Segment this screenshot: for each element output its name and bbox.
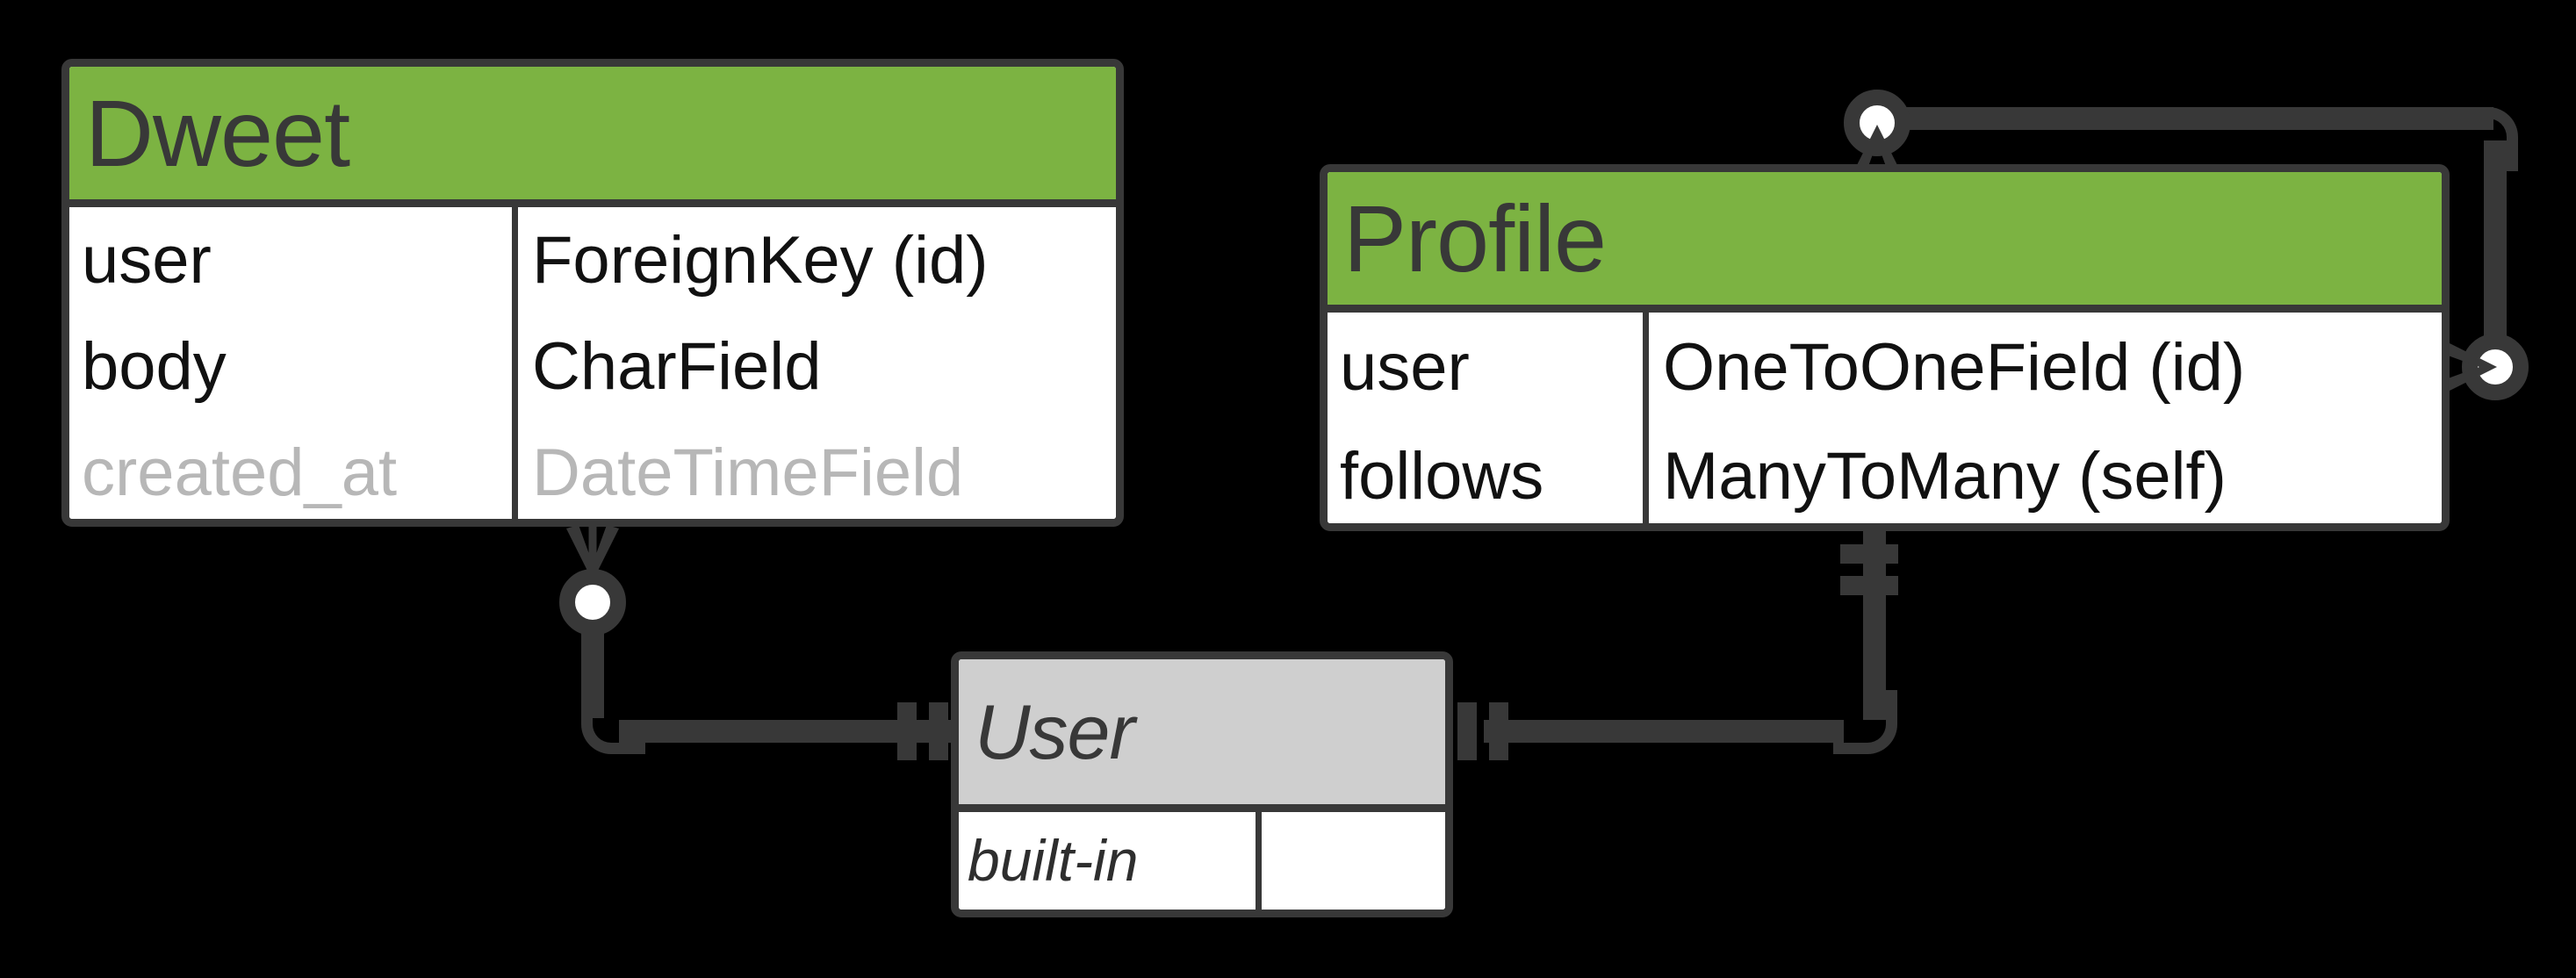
tick-user-right-outer-icon xyxy=(1489,702,1508,760)
zero-ring-dweet-icon xyxy=(559,569,626,636)
tick-user-left-inner-icon xyxy=(929,702,948,760)
entity-dweet[interactable]: Dweet user body created_at ForeignKey (i… xyxy=(61,59,1124,527)
field-type-built-in xyxy=(1262,812,1445,910)
entity-dweet-field-names: user body created_at xyxy=(69,207,518,519)
field-name-created-at: created_at xyxy=(82,435,398,511)
tick-user-left-outer-icon xyxy=(897,702,917,760)
entity-profile-header: Profile xyxy=(1328,172,2442,313)
entity-profile-field-types: OneToOneField (id) ManyToMany (self) xyxy=(1649,313,2442,523)
field-type-profile-user: OneToOneField (id) xyxy=(1663,329,2246,405)
wire-profile-to-user-horizontal xyxy=(1484,720,1844,743)
field-name-user: user xyxy=(82,223,212,298)
entity-profile-title: Profile xyxy=(1343,184,1607,291)
field-name-built-in: built-in xyxy=(968,827,1139,893)
crowfoot-profile-right-icon xyxy=(2441,341,2497,393)
entity-dweet-body: user body created_at ForeignKey (id) Cha… xyxy=(69,207,1116,519)
entity-user-field-names: built-in xyxy=(959,812,1262,910)
field-type-body: CharField xyxy=(532,329,822,405)
tick-user-right-inner-icon xyxy=(1457,702,1477,760)
field-type-user: ForeignKey (id) xyxy=(532,223,989,298)
tick-profile-bottom-inner-icon xyxy=(1840,576,1898,595)
entity-user-field-types xyxy=(1262,812,1445,910)
entity-dweet-field-types: ForeignKey (id) CharField DateTimeField xyxy=(518,207,1116,519)
entity-dweet-header: Dweet xyxy=(69,67,1116,207)
entity-dweet-title: Dweet xyxy=(85,79,350,186)
entity-user-body: built-in xyxy=(959,812,1445,910)
field-type-created-at: DateTimeField xyxy=(532,435,964,511)
entity-profile[interactable]: Profile user follows OneToOneField (id) … xyxy=(1320,164,2450,531)
field-name-body: body xyxy=(82,329,227,405)
entity-user[interactable]: User built-in xyxy=(951,651,1453,917)
entity-user-header: User xyxy=(959,659,1445,812)
entity-profile-field-names: user follows xyxy=(1328,313,1649,523)
crowfoot-dweet-icon xyxy=(566,525,619,581)
wire-profile-self-top xyxy=(1896,107,2493,130)
entity-profile-body: user follows OneToOneField (id) ManyToMa… xyxy=(1328,313,2442,523)
field-type-profile-follows: ManyToMany (self) xyxy=(1663,438,2227,514)
field-name-profile-user: user xyxy=(1340,329,1470,405)
field-name-profile-follows: follows xyxy=(1340,438,1544,514)
entity-user-title: User xyxy=(975,687,1135,775)
tick-profile-bottom-outer-icon xyxy=(1840,544,1898,564)
